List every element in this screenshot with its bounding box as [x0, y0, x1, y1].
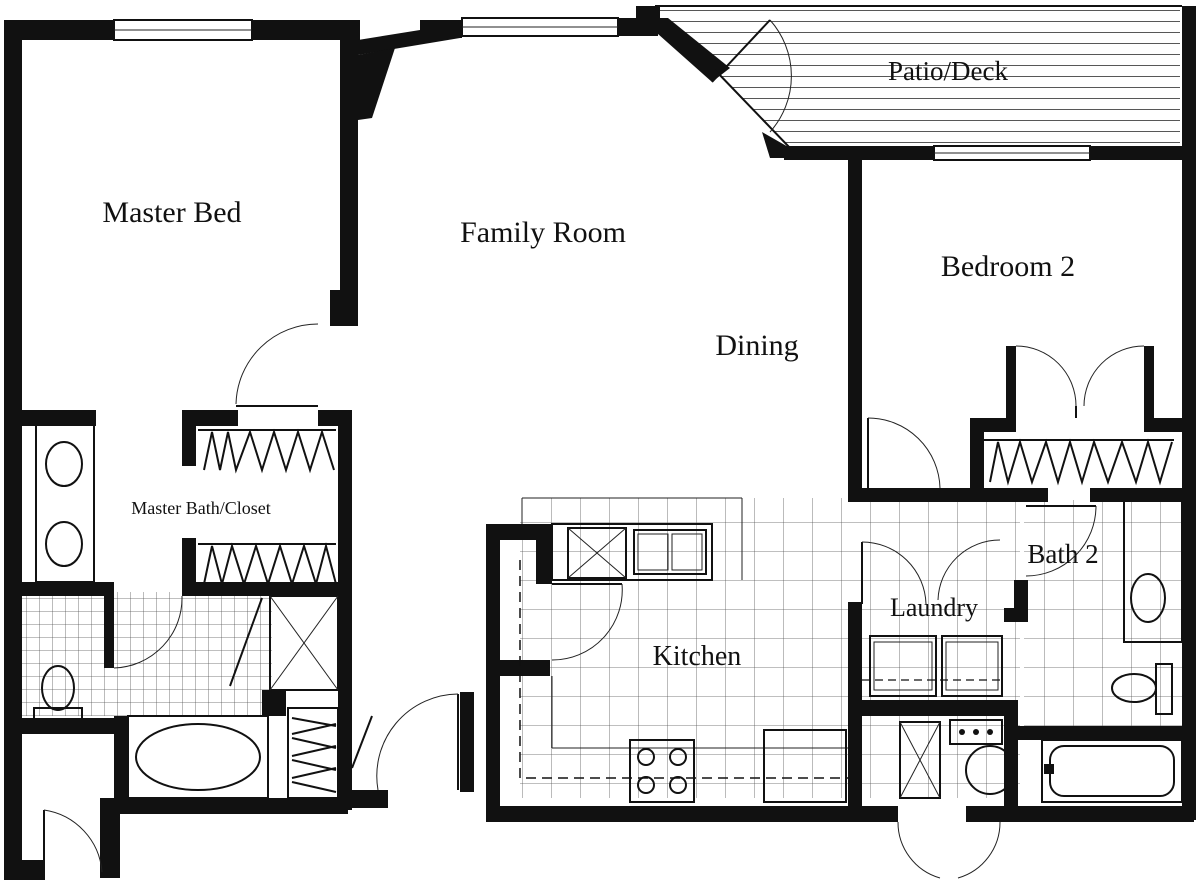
bath2-door-swing-icon	[1025, 505, 1097, 577]
entry-door-swing-icon	[376, 693, 459, 791]
closet-hangers	[198, 428, 1174, 799]
patio-door-swing-icon	[711, 19, 792, 133]
dryer-icon	[941, 635, 1003, 697]
shower-icon	[269, 595, 339, 691]
laundry-door-swing-icon	[861, 539, 1001, 605]
kitchen-tile-floor	[520, 498, 1020, 798]
kitchen-label: Kitchen	[653, 641, 742, 672]
toilet-icon	[33, 665, 83, 725]
refrigerator-icon	[763, 729, 847, 803]
master-bed-door-swing-icon	[235, 323, 319, 407]
bath2-vanity	[1123, 499, 1183, 643]
windows	[113, 17, 1091, 161]
patio-edges	[655, 5, 1182, 149]
bedroom2-label: Bedroom 2	[941, 250, 1075, 283]
furnace-icon	[899, 721, 941, 799]
patio-deck-label: Patio/Deck	[888, 56, 1008, 86]
master-bath-door-swing-icon	[113, 595, 183, 669]
washer-icon	[869, 635, 937, 697]
sink-icon	[1130, 573, 1166, 623]
patio-deck-floor	[655, 6, 1180, 148]
utility-closet-doors-icon	[897, 821, 1001, 879]
master-bath-closet-label: Master Bath/Closet	[131, 498, 270, 518]
master-vanity	[35, 423, 95, 583]
master-bath-tile-floor	[22, 592, 272, 716]
laundry-label: Laundry	[890, 593, 978, 622]
kitchen-pantry-door-icon	[551, 583, 623, 661]
door-swings	[43, 19, 1145, 880]
dishwasher-icon	[567, 527, 627, 579]
bedroom2-closet-hangers-icon	[984, 438, 1174, 486]
bathtub-icon	[127, 715, 269, 799]
sink-icon	[45, 441, 83, 487]
range-icon	[629, 739, 695, 803]
bathtub-icon	[1041, 739, 1183, 803]
master-bed-label: Master Bed	[102, 196, 241, 229]
fixtures	[33, 423, 1183, 803]
master-closet-lower-hangers-icon	[198, 542, 337, 588]
bath2-tile-floor	[1024, 500, 1184, 736]
exterior-door-swing-icon	[43, 809, 103, 880]
dining-label: Dining	[715, 329, 798, 362]
family-room-label: Family Room	[460, 216, 626, 249]
shower-door-icon	[229, 597, 263, 687]
hall-closet-door-icon	[351, 715, 373, 769]
toilet-icon	[1111, 663, 1173, 715]
hall-closet-hangers-icon	[287, 707, 339, 799]
sink-icon	[45, 521, 83, 567]
bedroom2-door-swing-icon	[867, 417, 941, 489]
kitchen-sink-icon	[633, 529, 707, 575]
room-labels: Patio/Deck Master Bed Family Room Bedroo…	[102, 56, 1098, 672]
bedroom2-closet-doors-icon	[1015, 345, 1145, 418]
kitchen-counter	[551, 523, 713, 581]
master-closet-upper-hangers-icon	[198, 428, 336, 474]
water-heater-icon	[949, 719, 1015, 795]
bath2-label: Bath 2	[1027, 539, 1098, 569]
walls	[4, 6, 1196, 880]
